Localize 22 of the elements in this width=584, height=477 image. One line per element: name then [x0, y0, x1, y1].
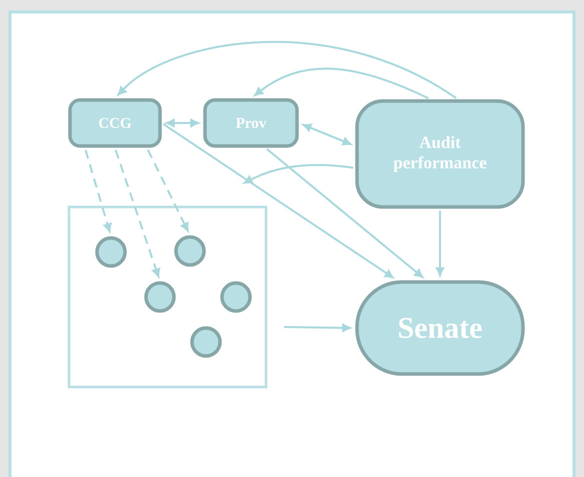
process-box: CCG [68, 98, 162, 148]
process-box: Audit performance [355, 99, 525, 209]
arrow [118, 41, 457, 99]
circle-node [190, 326, 222, 358]
process-box: Senate [355, 280, 525, 376]
arrow [302, 124, 352, 146]
arrow [166, 118, 199, 128]
circle-node [144, 281, 176, 313]
arrow [84, 150, 112, 232]
group-box [68, 206, 268, 388]
arrow [284, 324, 351, 332]
arrow [254, 68, 429, 100]
arrow [162, 123, 394, 278]
arrow [244, 164, 354, 184]
arrow [146, 149, 189, 232]
circle-node [220, 281, 252, 313]
circle-node [95, 236, 127, 268]
arrow [436, 210, 444, 276]
process-box: Prov [203, 98, 299, 148]
circle-node [174, 235, 206, 267]
arrow [114, 150, 160, 278]
arrow [266, 148, 424, 278]
